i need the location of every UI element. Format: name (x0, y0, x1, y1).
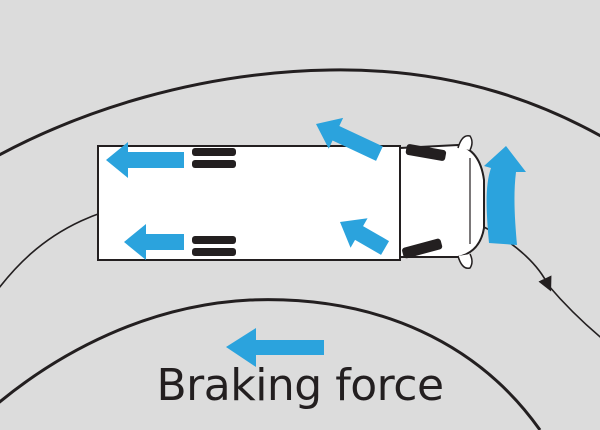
braking-force-label: Braking force (156, 360, 444, 411)
side-mirror-top (457, 135, 473, 151)
cab-lower-force-arrow-icon (340, 218, 390, 255)
braking-force-arrow-icon (226, 328, 324, 367)
rear-tire-top-left (192, 148, 236, 156)
vehicle-path-line-continued (547, 284, 600, 338)
cab-upper-force-arrow-icon (316, 117, 383, 161)
turn-direction-curved-arrow-icon (484, 146, 526, 245)
cab-body (399, 143, 485, 258)
rear-tire-bottom-left (192, 236, 236, 244)
front-tire-bottom (402, 238, 443, 259)
rear-tire-top-right (192, 160, 236, 168)
outer-road-edge (0, 68, 600, 157)
inner-road-edge (0, 298, 542, 430)
rear-bottom-force-arrow-icon (124, 224, 184, 260)
front-tire-top (405, 144, 447, 161)
rear-top-force-arrow-icon (106, 142, 184, 178)
side-mirror-bottom (457, 253, 473, 269)
rear-tire-bottom-right (192, 248, 236, 256)
